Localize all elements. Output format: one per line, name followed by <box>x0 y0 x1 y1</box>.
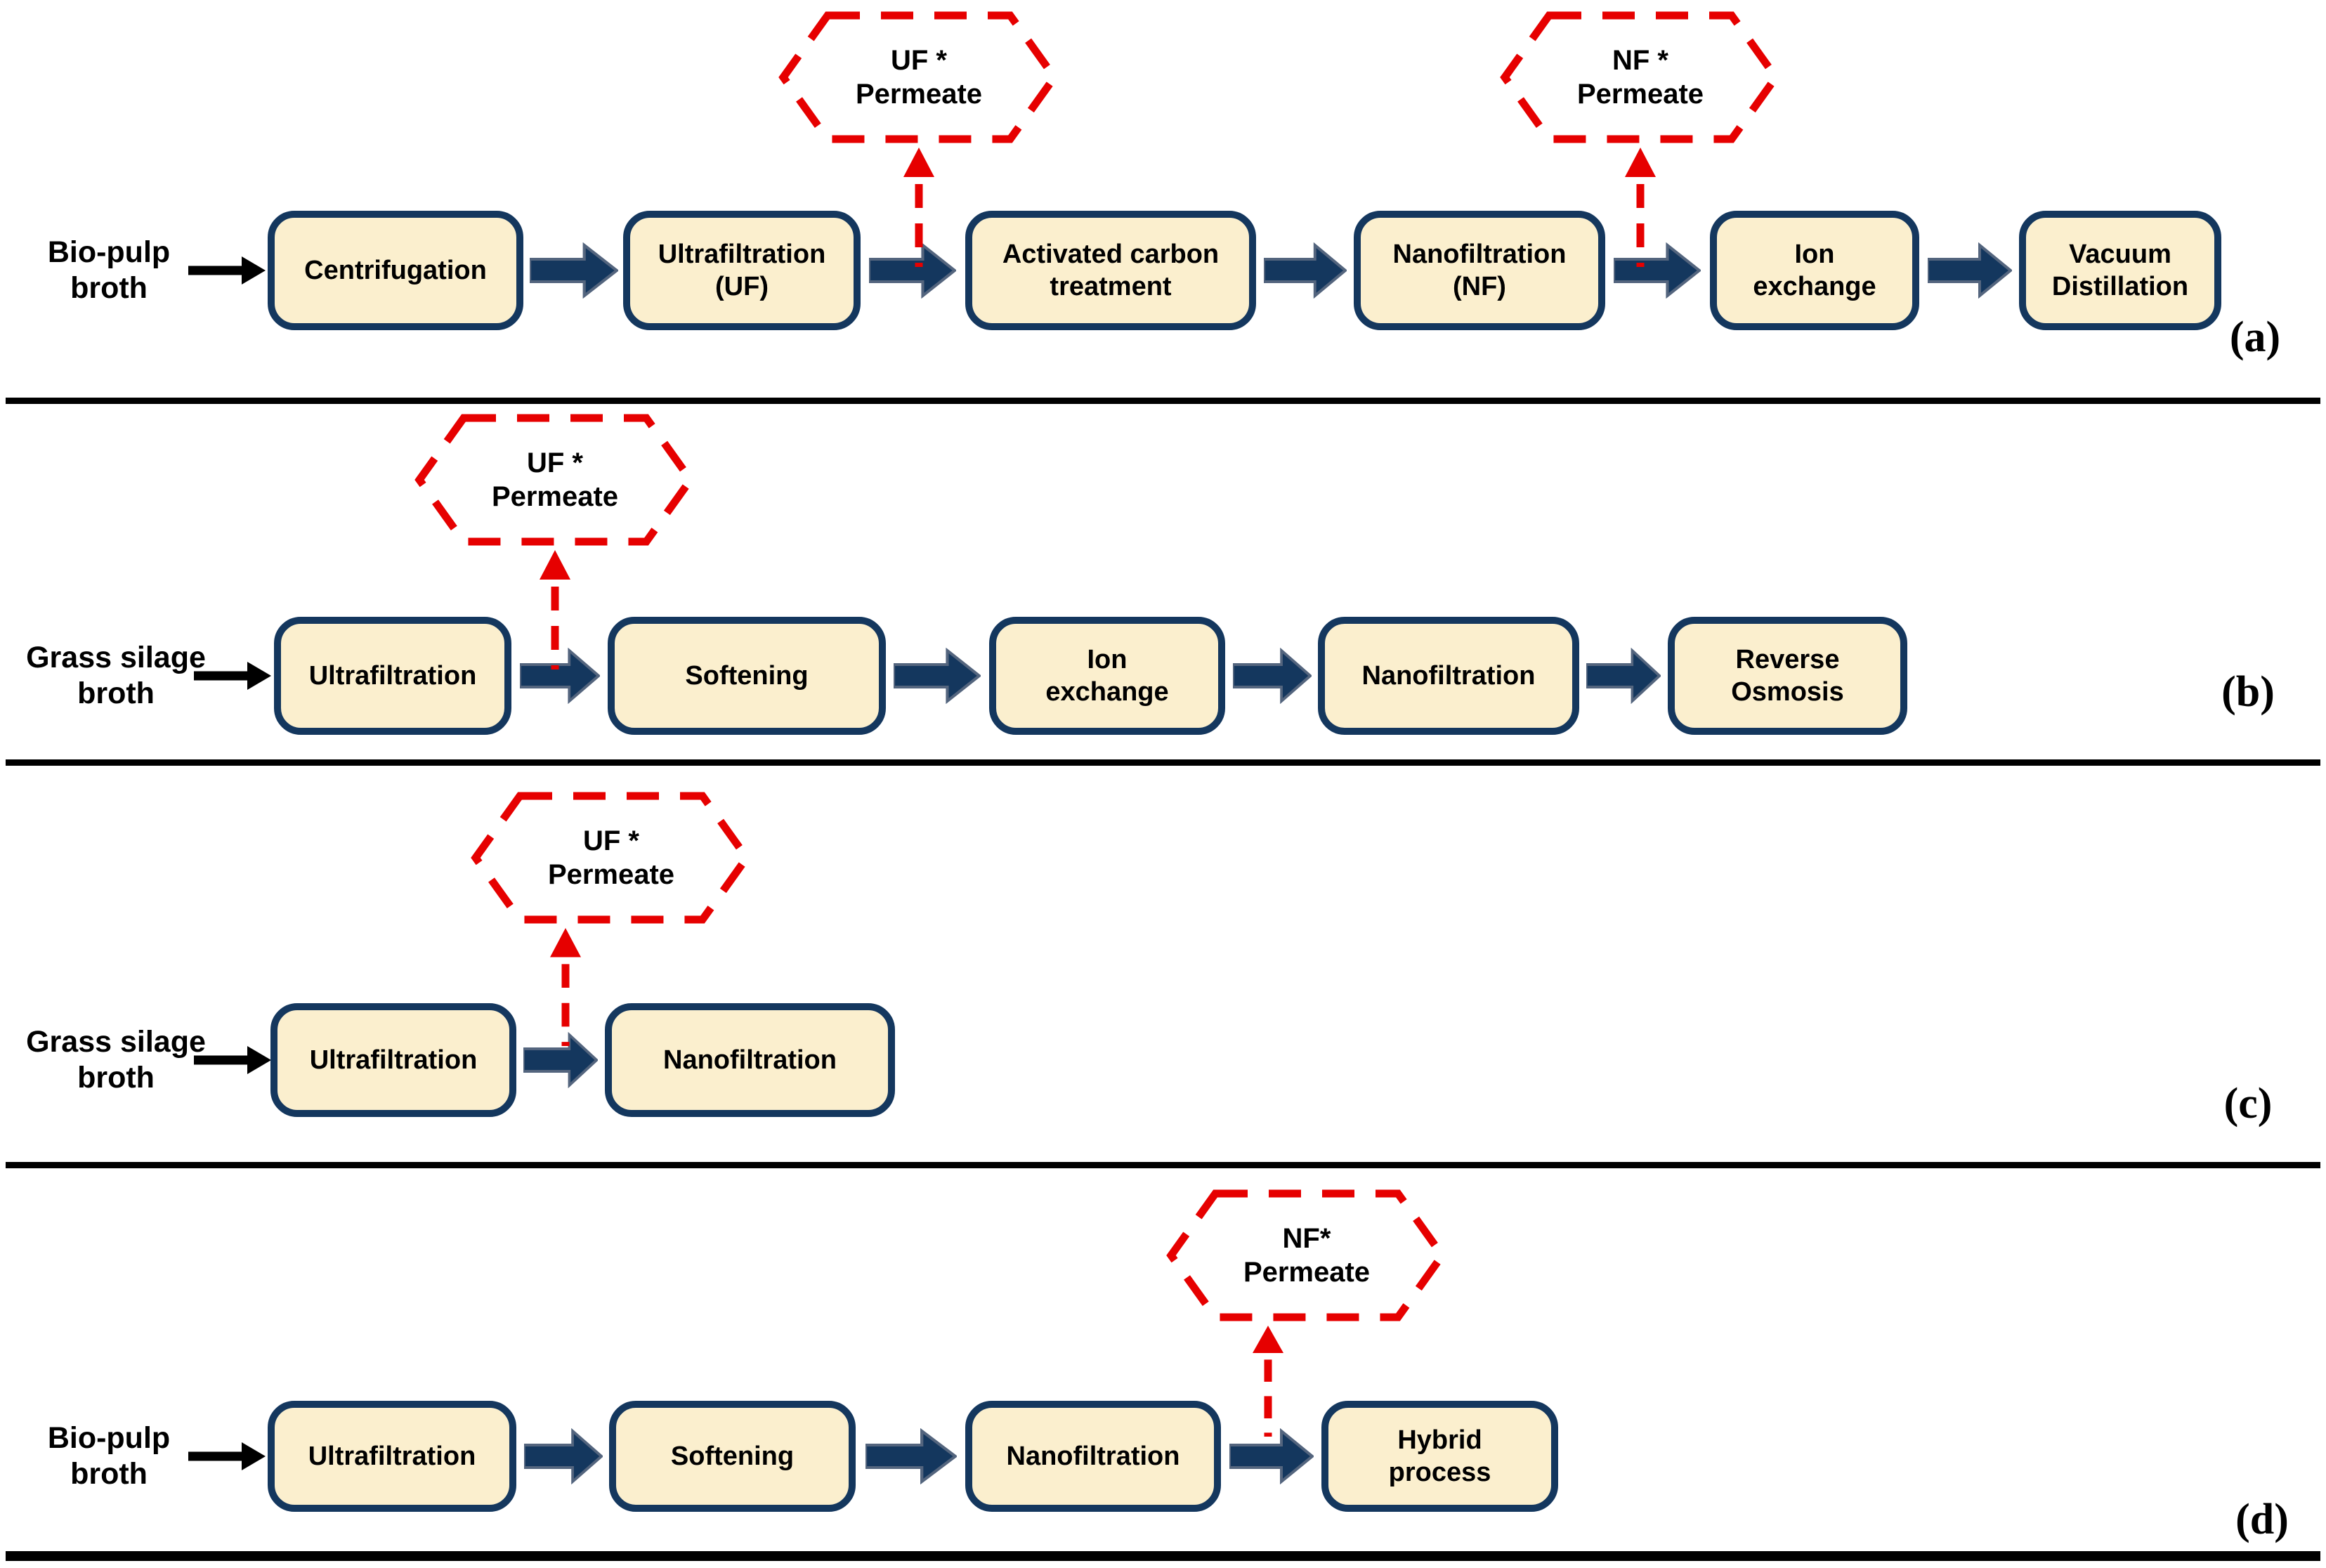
flow-arrow-icon <box>1229 1428 1314 1484</box>
panel-letter-c: (c) <box>2223 1080 2273 1128</box>
flow-arrow-icon <box>530 242 618 299</box>
feed-arrow-icon <box>194 1046 271 1074</box>
callout-line1: NF* <box>1282 1223 1331 1254</box>
dashed-hexagon-icon <box>471 792 752 924</box>
callout-line2: Permeate <box>1576 79 1704 110</box>
box-ultrafiltration: Ultrafiltration <box>268 1401 516 1512</box>
feed-arrow-icon <box>188 1442 266 1470</box>
feed-arrow-icon <box>194 662 271 690</box>
box-ultrafiltration-uf: Ultrafiltration (UF) <box>623 211 861 330</box>
flow-arrow-icon <box>1586 648 1661 704</box>
panel-divider <box>6 398 2320 404</box>
callout-line1: UF * <box>527 447 583 478</box>
flow-arrow-icon <box>1233 648 1312 704</box>
panel-letter-a: (a) <box>2229 313 2281 361</box>
box-ion-exchange: Ion exchange <box>1710 211 1919 330</box>
callout-line2: Permeate <box>1243 1257 1371 1288</box>
permeate-arrow-icon <box>903 148 934 267</box>
uf-permeate-callout: UF * Permeate <box>414 413 695 547</box>
box-ultrafiltration: Ultrafiltration <box>274 617 511 735</box>
nf-permeate-callout: NF* Permeate <box>1166 1189 1447 1322</box>
box-nanofiltration: Nanofiltration <box>1318 617 1579 735</box>
box-activated-carbon-treatment: Activated carbon treatment <box>965 211 1256 330</box>
feed-label-grass-silage-broth: Grass silage broth <box>26 1025 206 1095</box>
box-ion-exchange: Ion exchange <box>989 617 1225 735</box>
uf-permeate-callout: UF * Permeate <box>471 791 752 925</box>
panel-letter-d: (d) <box>2235 1496 2289 1543</box>
flow-arrow-icon <box>894 648 981 704</box>
callout-line1: UF * <box>891 45 947 76</box>
box-centrifugation: Centrifugation <box>268 211 523 330</box>
callout-line1: UF * <box>583 825 639 856</box>
flow-arrow-icon <box>865 1428 957 1484</box>
feed-label-bio-pulp-broth: Bio-pulp broth <box>47 235 171 305</box>
flow-arrow-icon <box>524 1428 603 1484</box>
feed-arrow-icon <box>188 256 266 285</box>
dashed-hexagon-icon <box>1500 11 1781 143</box>
box-nanofiltration: Nanofiltration <box>605 1003 895 1117</box>
permeate-arrow-icon <box>1625 148 1656 267</box>
flow-arrow-icon <box>520 648 600 704</box>
panel-divider <box>6 1162 2320 1168</box>
uf-permeate-callout: UF * Permeate <box>778 11 1059 144</box>
callout-line2: Permeate <box>491 481 619 512</box>
dashed-hexagon-icon <box>414 414 695 546</box>
callout-line1: NF * <box>1612 45 1668 76</box>
feed-label-bio-pulp-broth: Bio-pulp broth <box>47 1421 171 1491</box>
dashed-hexagon-icon <box>778 11 1059 143</box>
nf-permeate-callout: NF * Permeate <box>1500 11 1781 144</box>
box-nanofiltration-nf: Nanofiltration (NF) <box>1354 211 1605 330</box>
panel-divider <box>6 1551 2320 1561</box>
feed-label-grass-silage-broth: Grass silage broth <box>26 641 206 710</box>
permeate-arrow-icon <box>540 550 570 669</box>
permeate-arrow-icon <box>1253 1326 1283 1437</box>
flow-arrow-icon <box>1264 242 1347 299</box>
flow-arrow-icon <box>1928 242 2012 299</box>
flow-arrow-icon <box>869 242 956 299</box>
box-reverse-osmosis: Reverse Osmosis <box>1668 617 1907 735</box>
panel-letter-b: (b) <box>2221 668 2275 716</box>
permeate-arrow-icon <box>550 928 581 1046</box>
box-vacuum-distillation: Vacuum Distillation <box>2019 211 2221 330</box>
flow-arrow-icon <box>523 1032 598 1088</box>
box-softening: Softening <box>608 617 886 735</box>
box-hybrid-process: Hybrid process <box>1321 1401 1558 1512</box>
dashed-hexagon-icon <box>1166 1189 1447 1321</box>
panel-divider <box>6 759 2320 766</box>
box-ultrafiltration: Ultrafiltration <box>270 1003 516 1117</box>
box-softening: Softening <box>609 1401 856 1512</box>
callout-line2: Permeate <box>855 79 983 110</box>
callout-line2: Permeate <box>547 859 675 890</box>
box-nanofiltration: Nanofiltration <box>965 1401 1221 1512</box>
flow-arrow-icon <box>1614 242 1701 299</box>
